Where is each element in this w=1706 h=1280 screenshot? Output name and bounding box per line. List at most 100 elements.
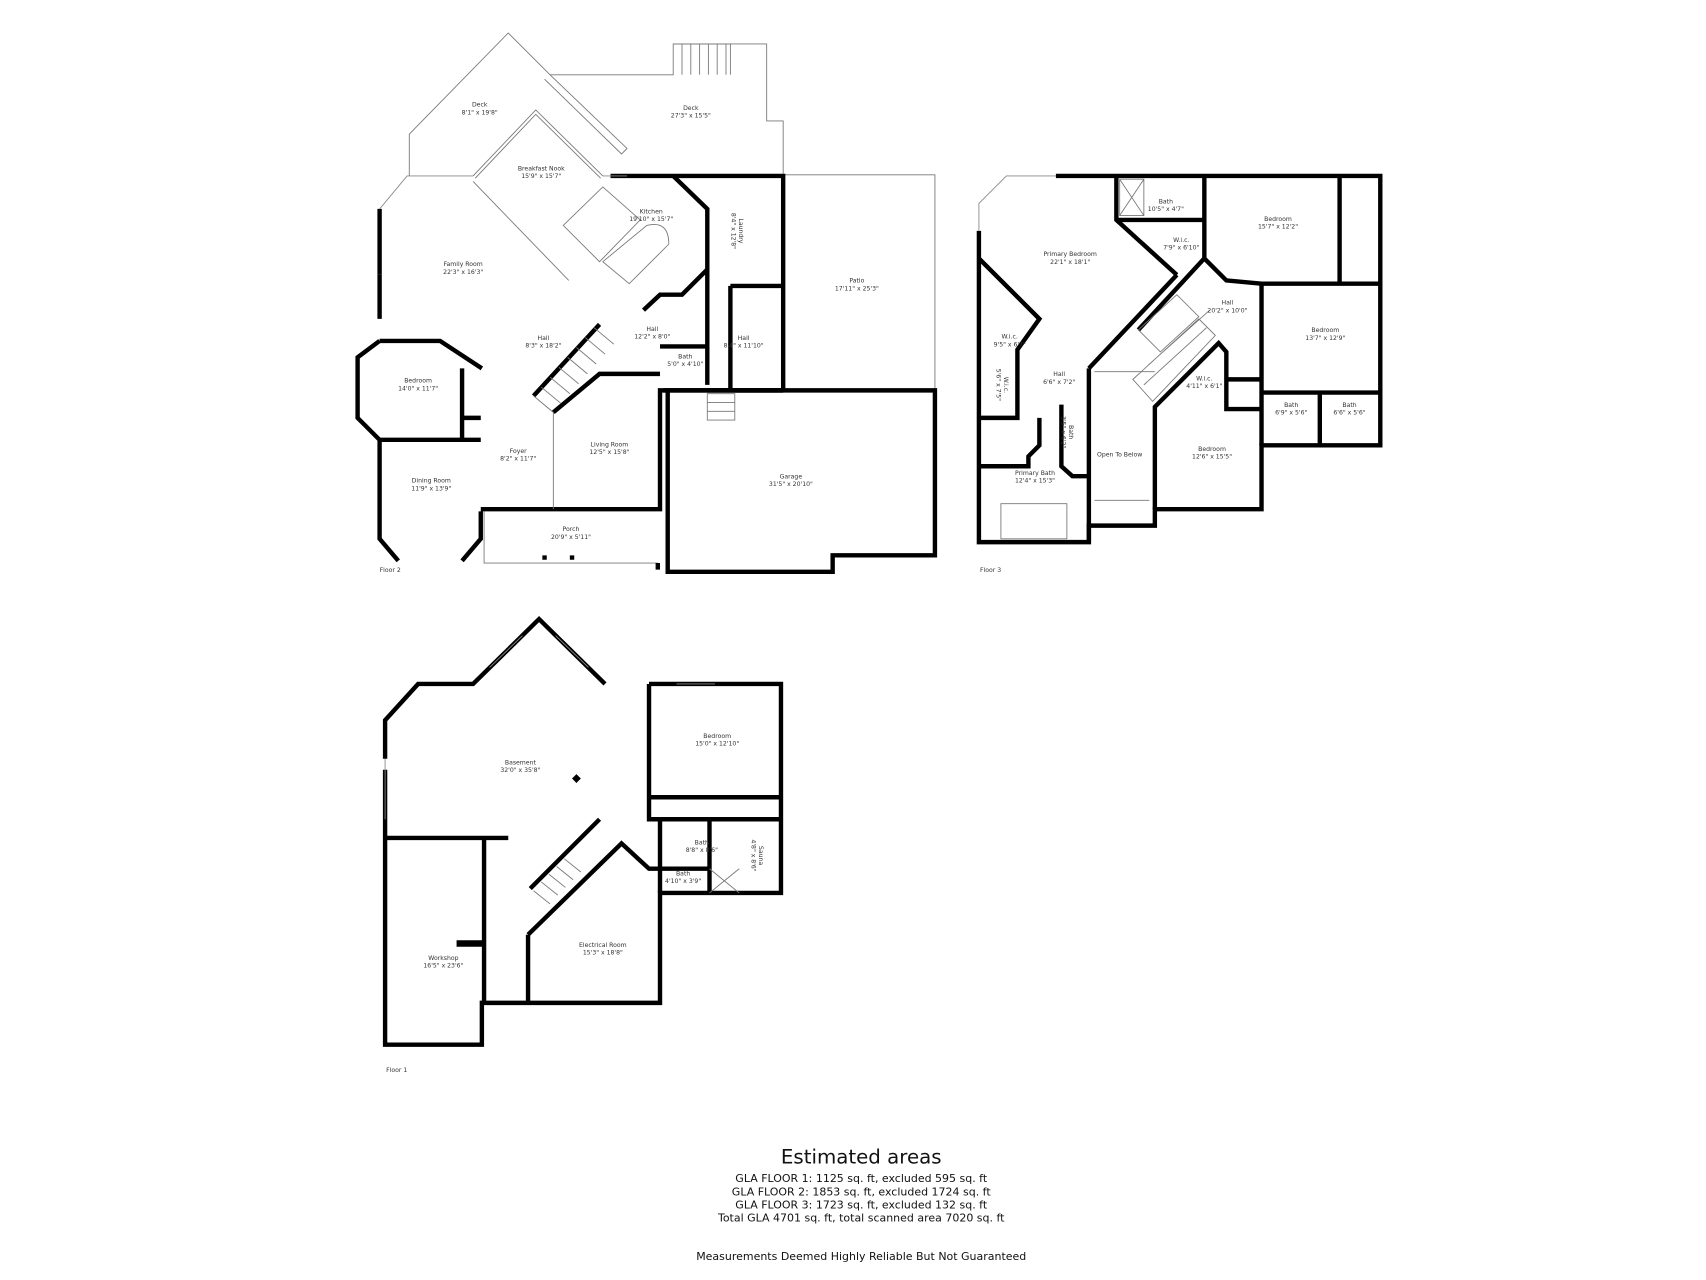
room-dims: 27'3" x 15'5" [671, 113, 711, 120]
room-name: Hall [1053, 371, 1065, 378]
summary-line: GLA FLOOR 2: 1853 sq. ft, excluded 1724 … [732, 1185, 992, 1198]
bedroom-walls [646, 683, 781, 893]
room-label: W.i.c.7'9" x 6'10" [1163, 237, 1199, 252]
exterior-walls [976, 173, 1383, 545]
room-name: Deck [472, 102, 488, 109]
room-name: Bath [1159, 198, 1173, 205]
room-name: W.i.c. [1173, 237, 1189, 244]
deck-outline [408, 32, 784, 176]
floor-1-label: Floor 1 [386, 1067, 407, 1074]
stairs [533, 327, 615, 413]
room-name: Family Room [444, 261, 483, 268]
patio-outline [783, 174, 936, 391]
stairs [533, 858, 582, 905]
room-name: Kitchen [640, 208, 663, 215]
exterior-walls [355, 173, 786, 563]
exterior-walls [382, 616, 784, 1047]
room-name: Hall [1222, 300, 1234, 307]
room-dims: 8'2" x 11'7" [500, 456, 536, 463]
nook-divider [472, 181, 570, 281]
room-name: Hall [738, 335, 750, 342]
stairs [1132, 294, 1216, 403]
room-name: Sauna [757, 846, 764, 865]
room-name: Breakfast Nook [518, 165, 565, 172]
room-dims: 32'0" x 35'8" [500, 767, 540, 774]
room-dims: 12'6" x 15'5" [1192, 454, 1232, 461]
bathtub [1000, 503, 1068, 540]
room-dims: 7'9" x 6'10" [1163, 245, 1199, 252]
room-dims: 5'0" x 4'10" [667, 361, 703, 368]
room-label: W.i.c.5'6" x 7'5" [995, 369, 1010, 401]
garage-walls [663, 388, 938, 575]
room-name: W.i.c. [1196, 375, 1212, 382]
room-label: W.i.c.4'11" x 6'1" [1186, 375, 1222, 390]
room-dims: 16'5" x 23'6" [423, 963, 463, 970]
room-name: Bath [1342, 402, 1356, 409]
shower [1119, 178, 1145, 216]
kitchen-island [562, 186, 670, 285]
room-name: Bedroom [1311, 327, 1339, 334]
primary-walls [977, 256, 1092, 543]
room-dims: 15'0" x 12'10" [695, 741, 739, 748]
bedroom-walls [379, 338, 484, 443]
room-name: Dining Room [412, 478, 451, 485]
room-name: Bath [1284, 402, 1298, 409]
room-dims: 12'2" x 8'0" [634, 334, 670, 341]
room-name: Bedroom [703, 733, 731, 740]
garage-stairs [706, 393, 736, 421]
room-name: Bedroom [404, 378, 432, 385]
room-label: W.i.c.9'5" x 6'7" [994, 334, 1026, 349]
deck-stairs [673, 43, 731, 75]
room-name: Primary Bath [1015, 470, 1055, 477]
window-strip [379, 175, 628, 210]
room-name: W.i.c. [1002, 334, 1018, 341]
shower [709, 868, 740, 894]
foyer-walls [483, 412, 658, 564]
room-dims: 14'0" x 11'7" [398, 385, 438, 392]
room-name: Basement [505, 759, 537, 766]
room-dims: 11'9" x 13'9" [411, 485, 451, 492]
room-dims: 31'5" x 20'10" [769, 481, 813, 488]
room-dims: 6'9" x 5'6" [1275, 410, 1307, 417]
room-dims: 20'2" x 10'0" [1207, 307, 1247, 314]
room-name: Porch [562, 526, 579, 533]
room-dims: 15'7" x 12'2" [1258, 224, 1298, 231]
bath-walls [660, 283, 784, 393]
room-dims: 6'6" x 5'6" [1333, 410, 1365, 417]
room-dims: 8'8" x 8'6" [686, 847, 718, 854]
window-strip [384, 635, 715, 820]
room-dims: 8'1" x 19'8" [462, 109, 498, 116]
room-label: Open To Below [1097, 451, 1142, 458]
room-name: Foyer [510, 448, 527, 455]
room-name: Electrical Room [579, 942, 627, 949]
room-dims: 19'10" x 15'7" [629, 216, 673, 223]
room-name: Bath [1067, 425, 1074, 439]
floor-3-label: Floor 3 [980, 567, 1001, 574]
kitchen-walls [642, 174, 710, 385]
